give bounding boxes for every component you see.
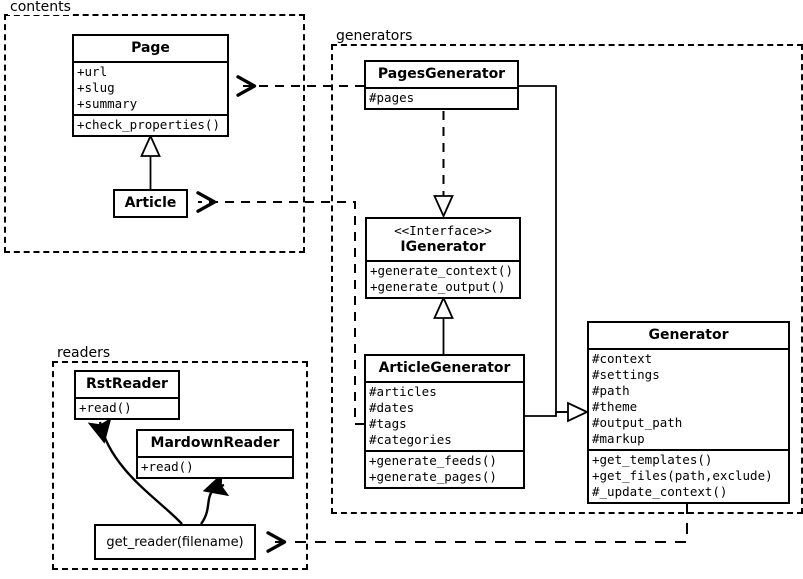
package-contents: [4, 14, 305, 253]
class-page-methods: +check_properties(): [74, 114, 227, 135]
method: +generate_feeds(): [369, 453, 497, 468]
attribute: #path: [592, 383, 630, 398]
method: +generate_pages(): [369, 469, 497, 484]
attribute: #markup: [592, 431, 645, 446]
method: +generate_context(): [370, 263, 513, 278]
attribute: #tags: [369, 416, 407, 431]
method: #_update_context(): [592, 484, 728, 499]
attribute: +slug: [77, 80, 115, 95]
class-generator[interactable]: Generator #context #settings #path #them…: [587, 321, 790, 504]
attribute: #context: [592, 351, 653, 366]
package-readers-label: readers: [55, 345, 113, 361]
class-generator-attributes: #context #settings #path #theme #output_…: [589, 348, 788, 449]
class-pages-generator-name: PagesGenerator: [377, 66, 506, 82]
method: +read(): [79, 400, 132, 415]
package-contents-label: contents: [8, 0, 73, 15]
class-article[interactable]: Article: [113, 189, 188, 218]
function-get-reader-label: get_reader(filename): [106, 534, 244, 550]
method: +check_properties(): [77, 117, 220, 132]
class-article-generator[interactable]: ArticleGenerator #articles #dates #tags …: [364, 354, 525, 489]
class-pages-generator[interactable]: PagesGenerator #pages: [364, 60, 519, 110]
function-get-reader[interactable]: get_reader(filename): [94, 524, 256, 560]
attribute: #articles: [369, 384, 437, 399]
method: +generate_output(): [370, 279, 506, 294]
class-pages-generator-attributes: #pages: [366, 87, 517, 108]
attribute: +url: [77, 64, 108, 79]
class-rst-reader-name: RstReader: [86, 376, 168, 392]
class-igenerator-name: <<Interface>> IGenerator: [367, 219, 519, 260]
method: +read(): [141, 459, 194, 474]
attribute: #output_path: [592, 415, 683, 430]
class-rst-reader-methods: +read(): [76, 397, 178, 418]
package-generators-label: generators: [334, 28, 415, 44]
class-article-generator-methods: +generate_feeds() +generate_pages(): [366, 450, 523, 487]
class-rst-reader[interactable]: RstReader +read(): [74, 370, 180, 420]
class-article-generator-attributes: #articles #dates #tags #categories: [366, 381, 523, 450]
class-article-generator-name: ArticleGenerator: [378, 360, 511, 376]
class-generator-methods: +get_templates() +get_files(path,exclude…: [589, 449, 788, 502]
class-page-attributes: +url +slug +summary: [74, 61, 227, 114]
package-readers: [52, 361, 308, 570]
attribute: +summary: [77, 96, 138, 111]
attribute: #settings: [592, 367, 660, 382]
class-igenerator-methods: +generate_context() +generate_output(): [367, 260, 519, 297]
class-page[interactable]: Page +url +slug +summary +check_properti…: [72, 34, 229, 137]
class-mardown-reader[interactable]: MardownReader +read(): [136, 429, 294, 479]
attribute: #pages: [369, 90, 415, 105]
class-generator-name: Generator: [648, 327, 729, 343]
method: +get_templates(): [592, 452, 713, 467]
class-igenerator-stereotype: <<Interface>>: [394, 223, 492, 238]
class-article-name: Article: [124, 195, 177, 211]
class-igenerator-label: IGenerator: [400, 239, 486, 255]
method: +get_files(path,exclude): [592, 468, 773, 483]
class-igenerator[interactable]: <<Interface>> IGenerator +generate_conte…: [365, 217, 521, 299]
attribute: #dates: [369, 400, 415, 415]
attribute: #theme: [592, 399, 638, 414]
class-mardown-reader-methods: +read(): [138, 456, 292, 477]
class-page-name: Page: [131, 40, 170, 56]
package-generators: [331, 44, 803, 514]
class-mardown-reader-name: MardownReader: [150, 435, 280, 451]
attribute: #categories: [369, 432, 452, 447]
